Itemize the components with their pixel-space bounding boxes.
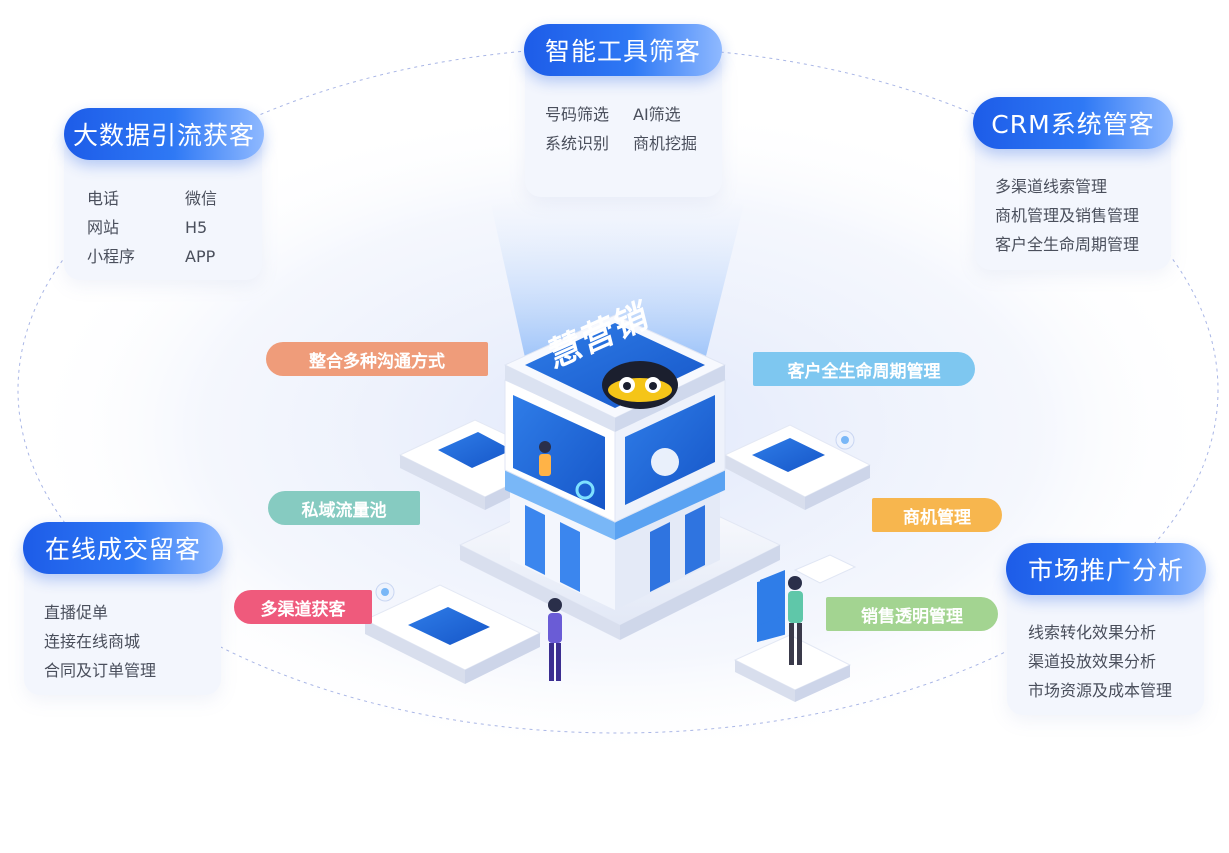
list-item: 商机管理及销售管理: [995, 206, 1140, 225]
list-item: 商机挖掘: [633, 134, 698, 153]
list-item: 号码筛选: [545, 105, 610, 124]
card-crm-title: CRM系统管客: [973, 97, 1173, 149]
person-at-kiosk: [760, 570, 803, 665]
card-crm-items: 多渠道线索管理 商机管理及销售管理 客户全生命周期管理: [995, 172, 1139, 259]
light-beam: [490, 200, 745, 380]
card-market-title: 市场推广分析: [1006, 543, 1206, 595]
robot-left: [375, 582, 395, 602]
list-item: 网站: [87, 218, 120, 237]
list-item: 市场资源及成本管理: [1028, 681, 1173, 700]
list-item: 小程序: [87, 247, 136, 266]
person-on-screen: [539, 441, 551, 476]
list-item: 微信: [185, 189, 218, 208]
card-online-title: 在线成交留客: [23, 522, 223, 574]
list-item: 直播促单: [44, 603, 109, 622]
tag-opportunity: 商机管理: [872, 498, 1002, 532]
robot-right: [835, 430, 855, 450]
tag-private-traffic: 私域流量池: [268, 491, 420, 525]
card-smart: [525, 52, 722, 197]
card-bigdata-title: 大数据引流获客: [64, 108, 264, 160]
card-market-items: 线索转化效果分析 渠道投放效果分析 市场资源及成本管理: [1028, 618, 1172, 705]
card-smart-title: 智能工具筛客: [524, 24, 722, 76]
list-item: 客户全生命周期管理: [995, 235, 1140, 254]
card-bigdata-items: 电话 微信 网站 H5 小程序 APP: [87, 184, 275, 271]
small-box: [793, 554, 857, 584]
tag-sales-transparency: 销售透明管理: [826, 597, 998, 631]
card-smart-items: 号码筛选 AI筛选 系统识别 商机挖掘: [545, 100, 723, 158]
tag-lifecycle: 客户全生命周期管理: [753, 352, 975, 386]
tag-communication: 整合多种沟通方式: [266, 342, 488, 376]
card-online-items: 直播促单 连接在线商城 合同及订单管理: [44, 598, 156, 685]
tile-right: [723, 424, 872, 510]
list-item: 系统识别: [545, 134, 610, 153]
tile-bottom-left: [363, 584, 542, 684]
person-standing: [548, 598, 562, 681]
list-item: AI筛选: [633, 105, 681, 124]
tag-multichannel: 多渠道获客: [234, 590, 372, 624]
central-tower: [503, 314, 727, 610]
list-item: H5: [185, 218, 208, 237]
list-item: 连接在线商城: [44, 632, 141, 651]
list-item: 线索转化效果分析: [1028, 623, 1157, 642]
list-item: 多渠道线索管理: [995, 177, 1108, 196]
list-item: APP: [185, 247, 216, 266]
list-item: 合同及订单管理: [44, 661, 157, 680]
list-item: 电话: [87, 189, 120, 208]
list-item: 渠道投放效果分析: [1028, 652, 1157, 671]
